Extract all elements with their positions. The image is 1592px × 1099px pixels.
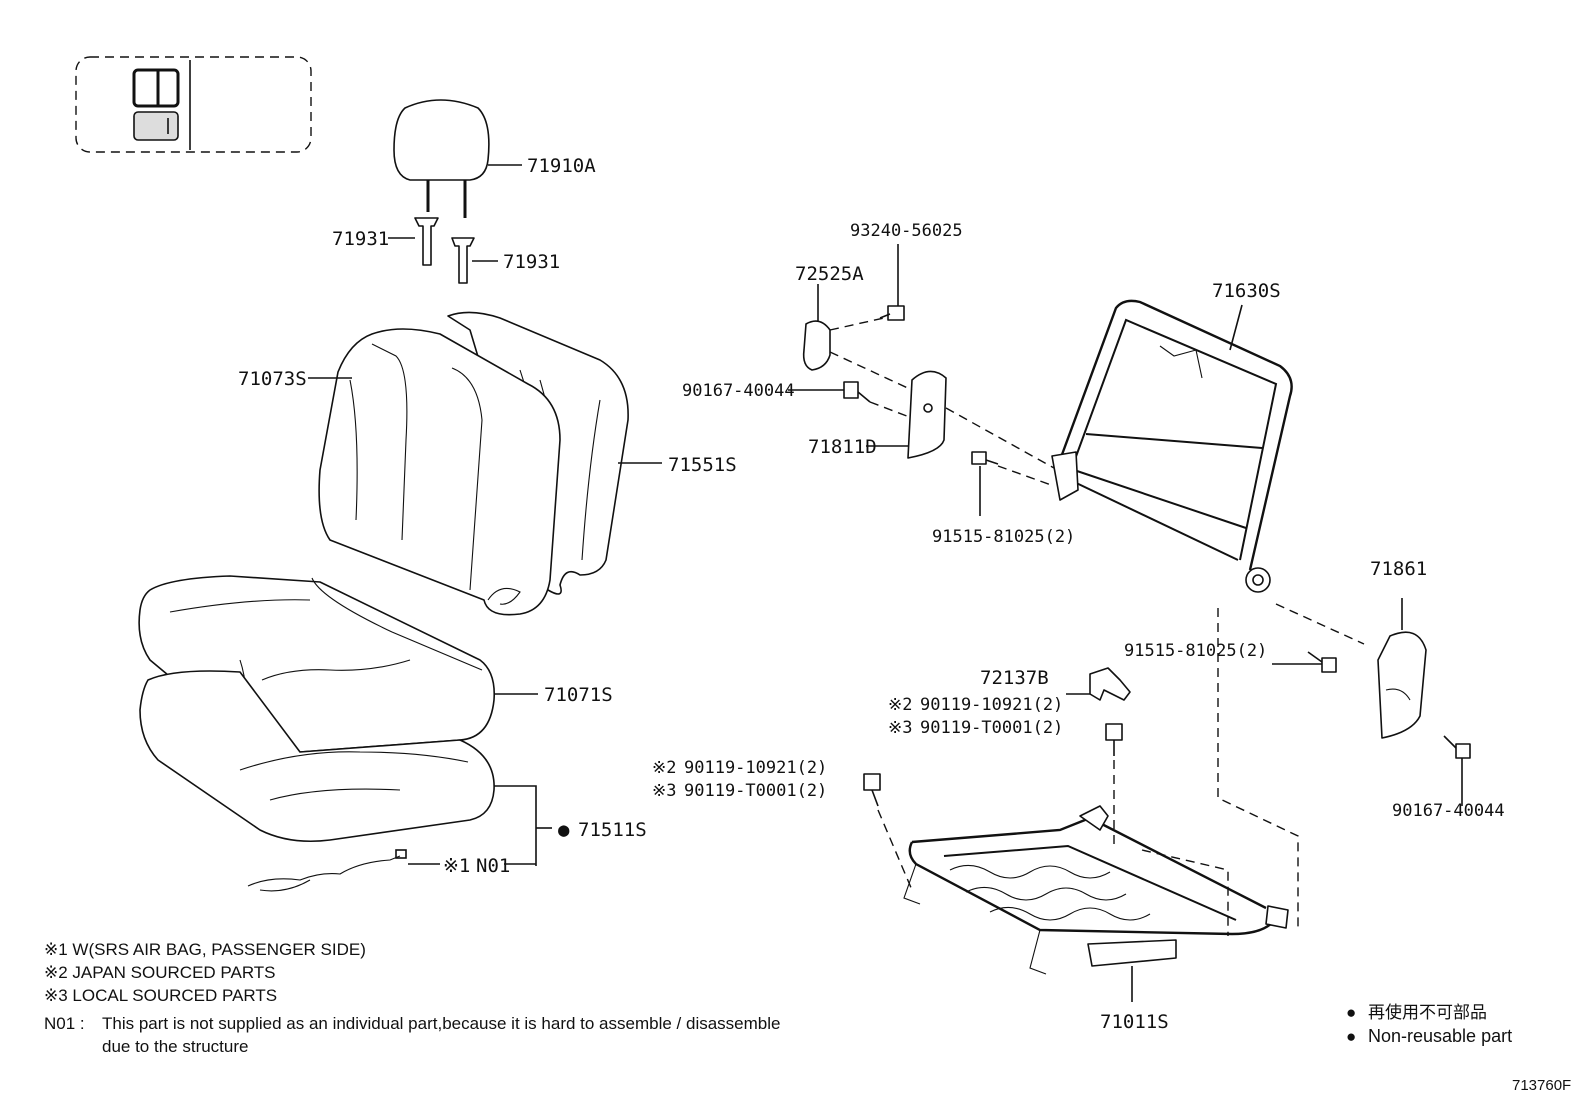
note-2: ※2 JAPAN SOURCED PARTS [44, 963, 276, 982]
legend-en: Non-reusable part [1368, 1026, 1512, 1046]
label-71071S: 71071S [544, 684, 613, 706]
label-90167-40044-right: 90167-40044 [1392, 801, 1505, 821]
note-n01-line2: due to the structure [102, 1037, 248, 1056]
label-71551S: 71551S [668, 454, 737, 476]
clip-drawing [1066, 667, 1131, 701]
label-90119-10921-a: 90119-10921(2) [920, 695, 1063, 715]
label-90167-40044-left: 90167-40044 [682, 381, 795, 401]
label-90119-10921-b: 90119-10921(2) [684, 758, 827, 778]
label-71910A: 71910A [527, 155, 596, 177]
headrest-guides-drawing [388, 217, 498, 284]
cushion-frame-drawing [903, 805, 1289, 1002]
headrest-drawing [393, 99, 522, 218]
label-90119-T0001-a: 90119-T0001(2) [920, 718, 1063, 738]
label-93240-56025: 93240-56025 [850, 221, 963, 241]
legend-marker-jp: ● [1346, 1003, 1356, 1022]
wire-harness-drawing [247, 849, 536, 892]
note-n01-key: N01 : [44, 1014, 85, 1033]
label-91515-81025-right: 91515-81025(2) [1124, 641, 1267, 661]
seat-position-inset [75, 56, 312, 153]
label-wire-ref: ※1 [443, 855, 470, 877]
legend-jp: 再使用不可部品 [1368, 1002, 1487, 1022]
label-71011S: 71011S [1100, 1011, 1169, 1033]
recliner-knob-drawing [802, 244, 905, 371]
seatback-cover-drawing [308, 328, 662, 616]
label-71073S: 71073S [238, 368, 307, 390]
label-71511S: 71511S [578, 819, 647, 841]
cushion-pad-drawing [139, 670, 552, 866]
left-shield-drawing [788, 351, 1055, 516]
label-bolt-b2-ref: ※3 [652, 781, 676, 801]
label-bolt-b1-ref: ※2 [652, 758, 676, 778]
figure-code: 713760F [1512, 1077, 1571, 1094]
label-N01: N01 [476, 855, 510, 877]
note-n01-line1: This part is not supplied as an individu… [102, 1014, 780, 1033]
cushion-frame-bolts-drawing [863, 723, 1123, 891]
label-72137B: 72137B [980, 667, 1049, 689]
label-71630S: 71630S [1212, 280, 1281, 302]
label-bolt-a1-ref: ※2 [888, 695, 912, 715]
right-shield-drawing [1272, 598, 1471, 806]
note-1: ※1 W(SRS AIR BAG, PASSENGER SIDE) [44, 940, 366, 959]
label-bolt-a2-ref: ※3 [888, 718, 912, 738]
label-90119-T0001-b: 90119-T0001(2) [684, 781, 827, 801]
legend-marker-en: ● [1346, 1027, 1356, 1046]
label-71511S-marker: ● [558, 819, 570, 841]
label-71931-right: 71931 [503, 251, 560, 273]
label-71931-left: 71931 [332, 228, 389, 250]
label-91515-81025-left: 91515-81025(2) [932, 527, 1075, 547]
label-71861: 71861 [1370, 558, 1427, 580]
label-71811D: 71811D [808, 436, 877, 458]
seatback-frame-drawing [1051, 299, 1365, 930]
label-72525A: 72525A [795, 263, 864, 285]
note-3: ※3 LOCAL SOURCED PARTS [44, 986, 277, 1005]
